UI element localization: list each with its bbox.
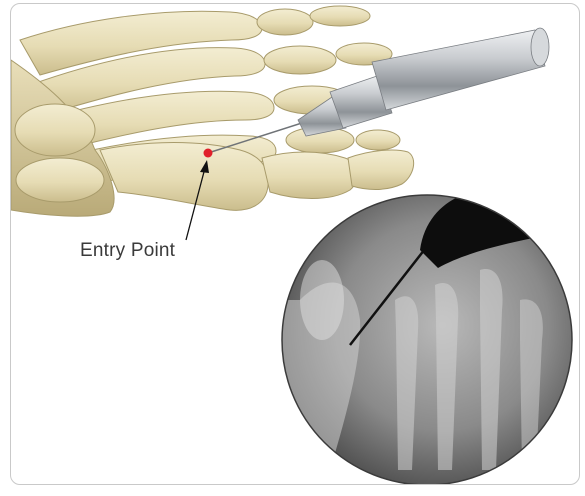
entry-point-label: Entry Point [80,240,175,262]
